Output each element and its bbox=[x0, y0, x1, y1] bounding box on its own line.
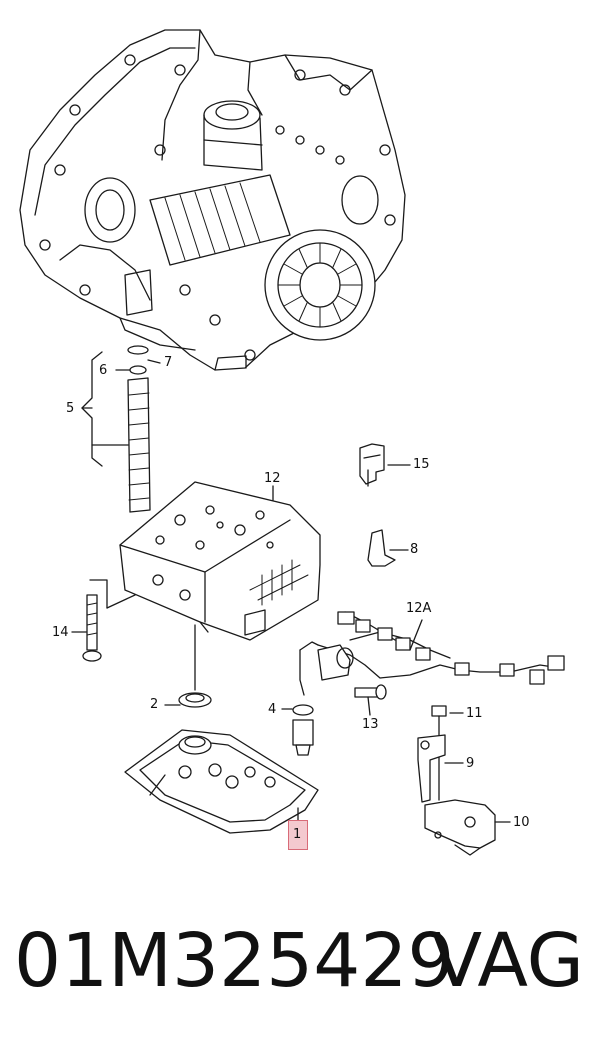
callout-2: 2 bbox=[150, 697, 159, 712]
callout-12: 12 bbox=[264, 471, 281, 486]
seal-2 bbox=[164, 624, 212, 708]
bolt-14 bbox=[71, 594, 102, 662]
callout-6: 6 bbox=[99, 363, 108, 378]
callout-14: 14 bbox=[52, 625, 69, 640]
filter-pan bbox=[124, 729, 319, 834]
callout-13: 13 bbox=[362, 717, 379, 732]
sensor-4 bbox=[281, 704, 314, 756]
valve-body bbox=[89, 481, 321, 641]
bracket-10 bbox=[424, 799, 511, 856]
callout-11: 11 bbox=[466, 706, 483, 721]
callout-12a: 12A bbox=[406, 601, 432, 616]
callout-4: 4 bbox=[268, 702, 277, 717]
wiring-harness bbox=[299, 611, 565, 696]
callout-8: 8 bbox=[410, 542, 419, 557]
exploded-parts-diagram bbox=[19, 29, 565, 856]
callout-10: 10 bbox=[513, 815, 530, 830]
callout-7: 7 bbox=[164, 355, 173, 370]
callout-9: 9 bbox=[466, 756, 475, 771]
filter-tube-assembly bbox=[81, 345, 161, 513]
transmission-housing bbox=[19, 29, 406, 371]
bolt-13 bbox=[354, 684, 387, 716]
callout-1: 1 bbox=[293, 827, 302, 842]
highlight-box-item-1 bbox=[288, 820, 308, 850]
callout-15: 15 bbox=[413, 457, 430, 472]
caption: 01M325429 VAG bbox=[0, 918, 600, 1018]
bracket-9 bbox=[417, 734, 464, 803]
part-number: 01M325429 bbox=[14, 918, 455, 1004]
brand-label: VAG bbox=[431, 918, 584, 1004]
callout-5: 5 bbox=[66, 401, 75, 416]
bolt-11 bbox=[431, 705, 464, 801]
bracket-8 bbox=[367, 529, 409, 567]
bracket-15 bbox=[359, 443, 411, 487]
